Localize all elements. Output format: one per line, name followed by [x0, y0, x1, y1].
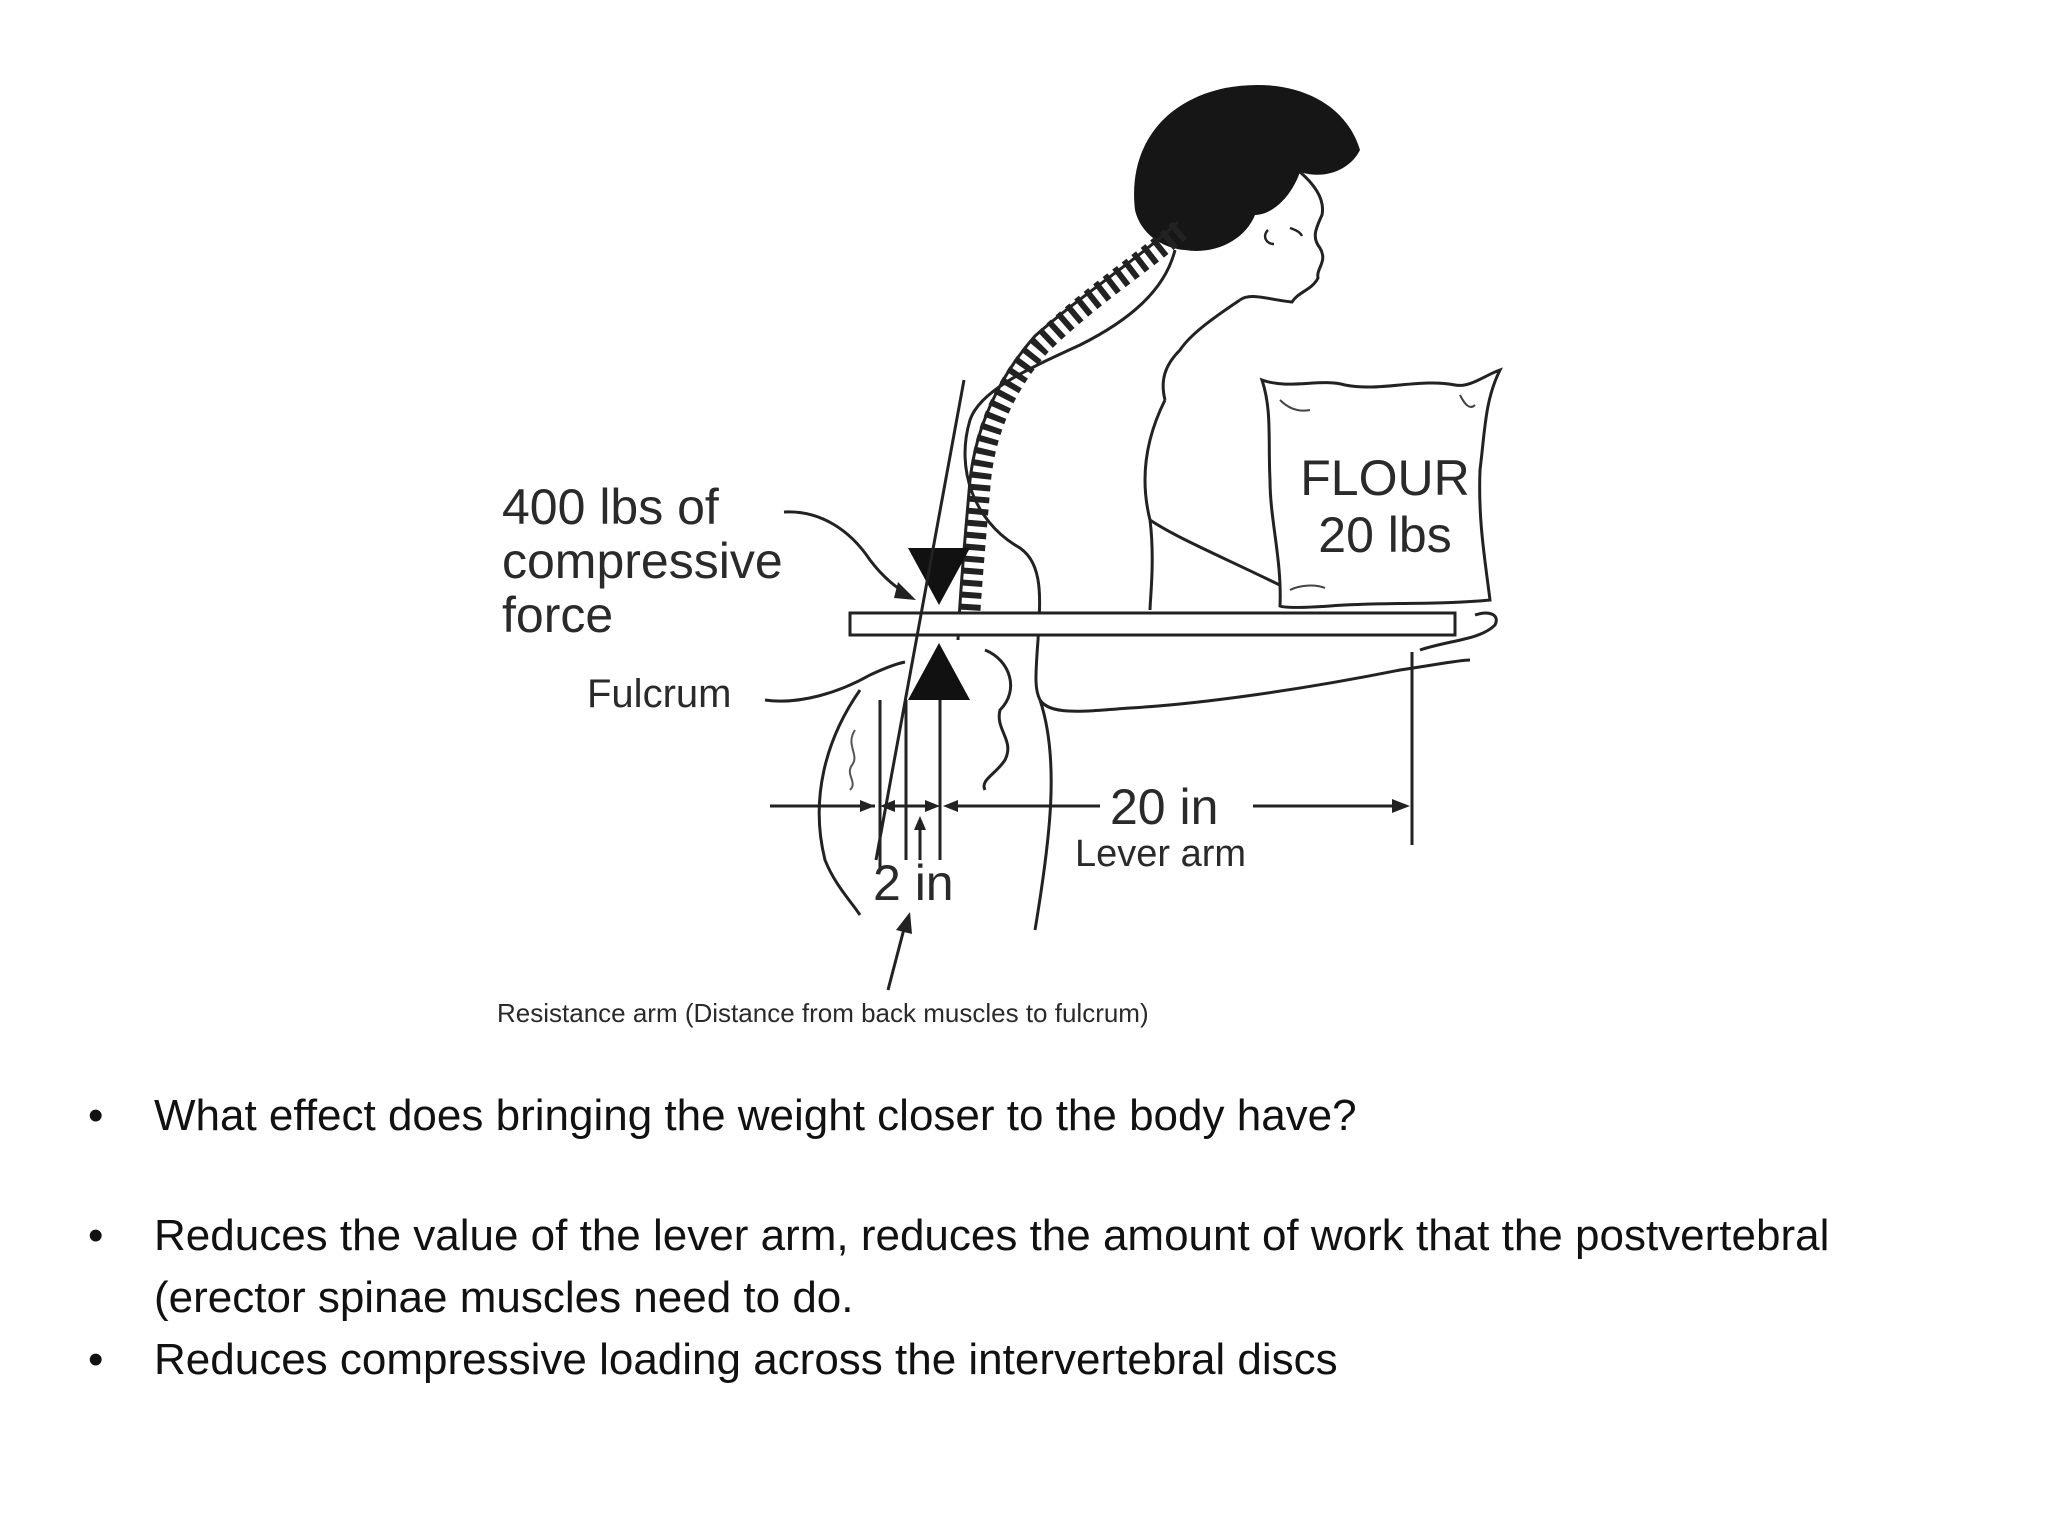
lever-diagram: FLOUR 20 lbs 400 lbs of compressi: [497, 84, 1503, 1028]
bag-label-1: FLOUR: [1300, 450, 1469, 506]
force-label-1: 400 lbs of: [502, 479, 719, 535]
lever-bar: [848, 611, 1457, 637]
bullet-mark: •: [88, 1091, 104, 1140]
bullet-mark: •: [88, 1211, 104, 1260]
person-face: [1239, 170, 1325, 304]
bullet-mark: •: [88, 1335, 104, 1384]
resistance-distance-label: 2 in: [873, 855, 954, 911]
lever-distance-label: 20 in: [1110, 779, 1218, 835]
bullet-item-question: • What effect does bringing the weight c…: [80, 1085, 1980, 1147]
bullet-item-answer-2: • Reduces compressive loading across the…: [80, 1329, 1980, 1391]
bullet-text: What effect does bringing the weight clo…: [154, 1091, 1357, 1140]
compression-arrow-up: [908, 643, 970, 700]
bullet-item-answer-1: • Reduces the value of the lever arm, re…: [80, 1205, 1980, 1329]
bullet-text: Reduces compressive loading across the i…: [154, 1335, 1338, 1384]
force-label-3: force: [502, 587, 613, 643]
resistance-caption: Resistance arm (Distance from back muscl…: [497, 998, 1149, 1028]
force-label-2: compressive: [502, 533, 783, 589]
bag-label-2: 20 lbs: [1318, 507, 1451, 563]
fulcrum-label: Fulcrum: [587, 672, 731, 716]
bullet-list: • What effect does bringing the weight c…: [80, 1085, 1980, 1391]
compression-arrow-down: [908, 548, 970, 605]
person-back-outline: [963, 249, 1177, 701]
lever-diagram-svg: FLOUR 20 lbs 400 lbs of compressi: [497, 84, 1503, 1028]
lever-arm-label: Lever arm: [1075, 833, 1246, 875]
person-hair: [1134, 84, 1360, 251]
bullet-text: Reduces the value of the lever arm, redu…: [154, 1211, 1830, 1322]
flour-bag: [1259, 367, 1503, 609]
spine: [957, 221, 1188, 641]
